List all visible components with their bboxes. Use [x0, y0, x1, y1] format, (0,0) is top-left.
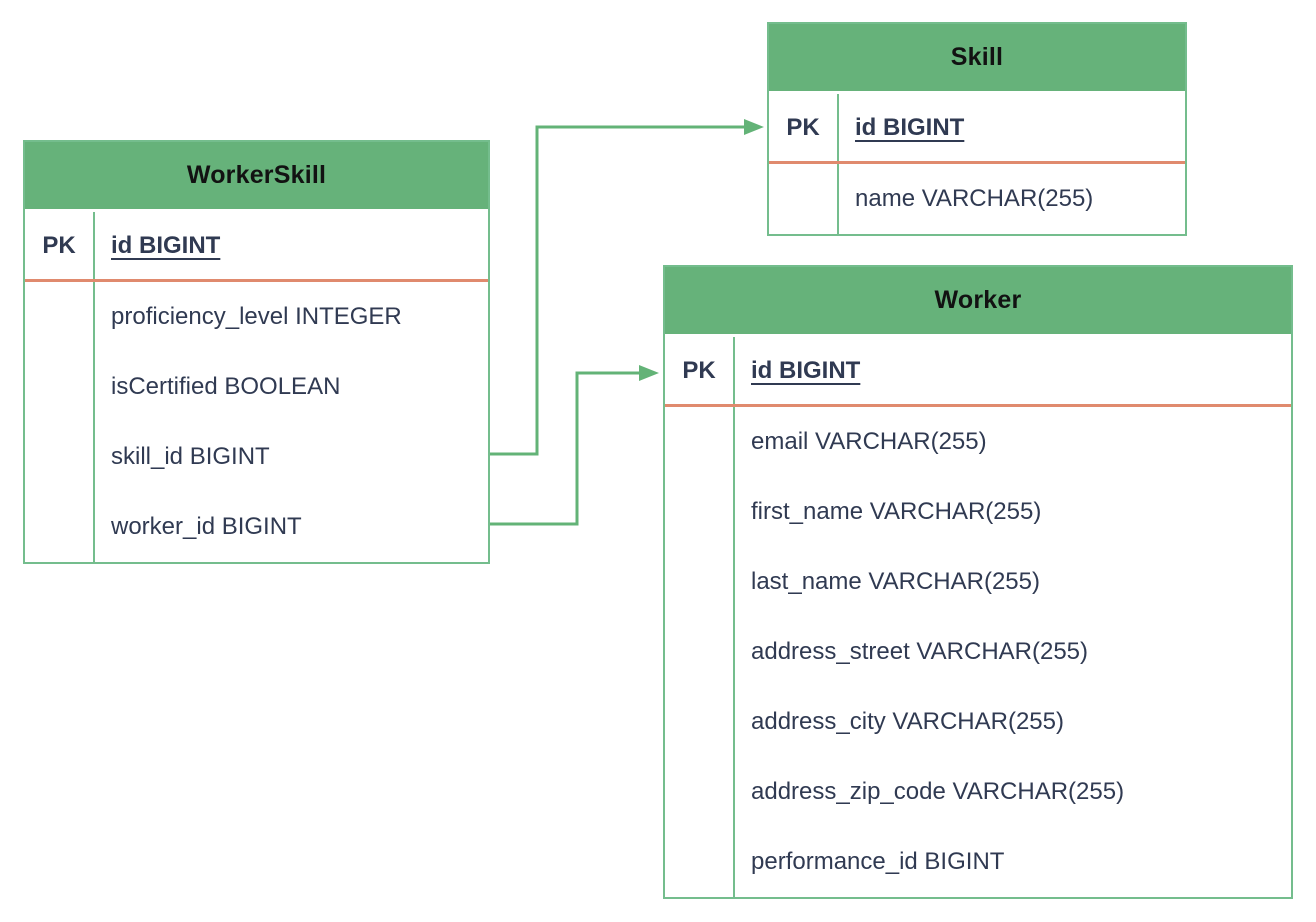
attribute-label: first_name VARCHAR(255)	[751, 498, 1042, 525]
attribute-row: name VARCHAR(255)	[769, 164, 1185, 234]
attribute-label: skill_id BIGINT	[111, 443, 270, 470]
entity-title-worker: Worker	[665, 267, 1291, 337]
primary-key-row: PK id BIGINT	[769, 94, 1185, 164]
attribute-row: address_city VARCHAR(255)	[665, 687, 1291, 757]
attribute-label: address_city VARCHAR(255)	[751, 708, 1064, 735]
attribute-label: isCertified BOOLEAN	[111, 373, 341, 400]
connector-workerskill-workerid-to-worker	[490, 365, 659, 526]
attribute-row: proficiency_level INTEGER	[25, 282, 488, 352]
pk-cell-empty	[665, 617, 735, 687]
attribute-label: last_name VARCHAR(255)	[751, 568, 1040, 595]
attribute-row: address_street VARCHAR(255)	[665, 617, 1291, 687]
pk-attribute-label: id BIGINT	[751, 356, 861, 384]
attribute-row: last_name VARCHAR(255)	[665, 547, 1291, 617]
pk-cell-empty	[665, 477, 735, 547]
entity-rows-skill: PK id BIGINT name VARCHAR(255)	[769, 94, 1185, 234]
pk-cell-empty	[665, 827, 735, 897]
attribute-row: performance_id BIGINT	[665, 827, 1291, 897]
primary-key-row: PK id BIGINT	[665, 337, 1291, 407]
pk-attribute-label: id BIGINT	[111, 231, 221, 259]
pk-cell-empty	[665, 407, 735, 477]
entity-rows-workerskill: PK id BIGINT proficiency_level INTEGER isCe…	[25, 212, 488, 562]
pk-cell-empty	[665, 687, 735, 757]
pk-cell-empty	[25, 352, 95, 422]
attribute-row: isCertified BOOLEAN	[25, 352, 488, 422]
entity-workerskill[interactable]: WorkerSkill PK id BIGINT proficiency_level…	[23, 140, 490, 564]
pk-cell-empty	[25, 282, 95, 352]
pk-cell-empty	[769, 164, 839, 234]
attribute-row: worker_id BIGINT	[25, 492, 488, 562]
attribute-row: address_zip_code VARCHAR(255)	[665, 757, 1291, 827]
entity-rows-worker: PK id BIGINT email VARCHAR(255) first_name …	[665, 337, 1291, 897]
attribute-label: proficiency_level INTEGER	[111, 303, 402, 330]
pk-cell-empty	[665, 547, 735, 617]
attribute-row: first_name VARCHAR(255)	[665, 477, 1291, 547]
entity-title-workerskill: WorkerSkill	[25, 142, 488, 212]
attribute-label: address_zip_code VARCHAR(255)	[751, 778, 1125, 805]
pk-cell-empty	[665, 757, 735, 827]
attribute-label: performance_id BIGINT	[751, 848, 1005, 875]
entity-title-skill: Skill	[769, 24, 1185, 94]
pk-key-label: PK	[769, 94, 839, 161]
attribute-label: email VARCHAR(255)	[751, 428, 987, 455]
pk-cell-empty	[25, 422, 95, 492]
attribute-label: name VARCHAR(255)	[855, 185, 1094, 212]
pk-attribute-label: id BIGINT	[855, 113, 965, 141]
pk-cell-empty	[25, 492, 95, 562]
attribute-label: worker_id BIGINT	[111, 513, 302, 540]
primary-key-row: PK id BIGINT	[25, 212, 488, 282]
pk-key-label: PK	[25, 212, 95, 279]
pk-key-label: PK	[665, 337, 735, 404]
entity-worker[interactable]: Worker PK id BIGINT email VARCHAR(255) firs…	[663, 265, 1293, 899]
entity-skill[interactable]: Skill PK id BIGINT name VARCHAR(255)	[767, 22, 1187, 236]
attribute-row: skill_id BIGINT	[25, 422, 488, 492]
attribute-label: address_street VARCHAR(255)	[751, 638, 1089, 665]
attribute-row: email VARCHAR(255)	[665, 407, 1291, 477]
